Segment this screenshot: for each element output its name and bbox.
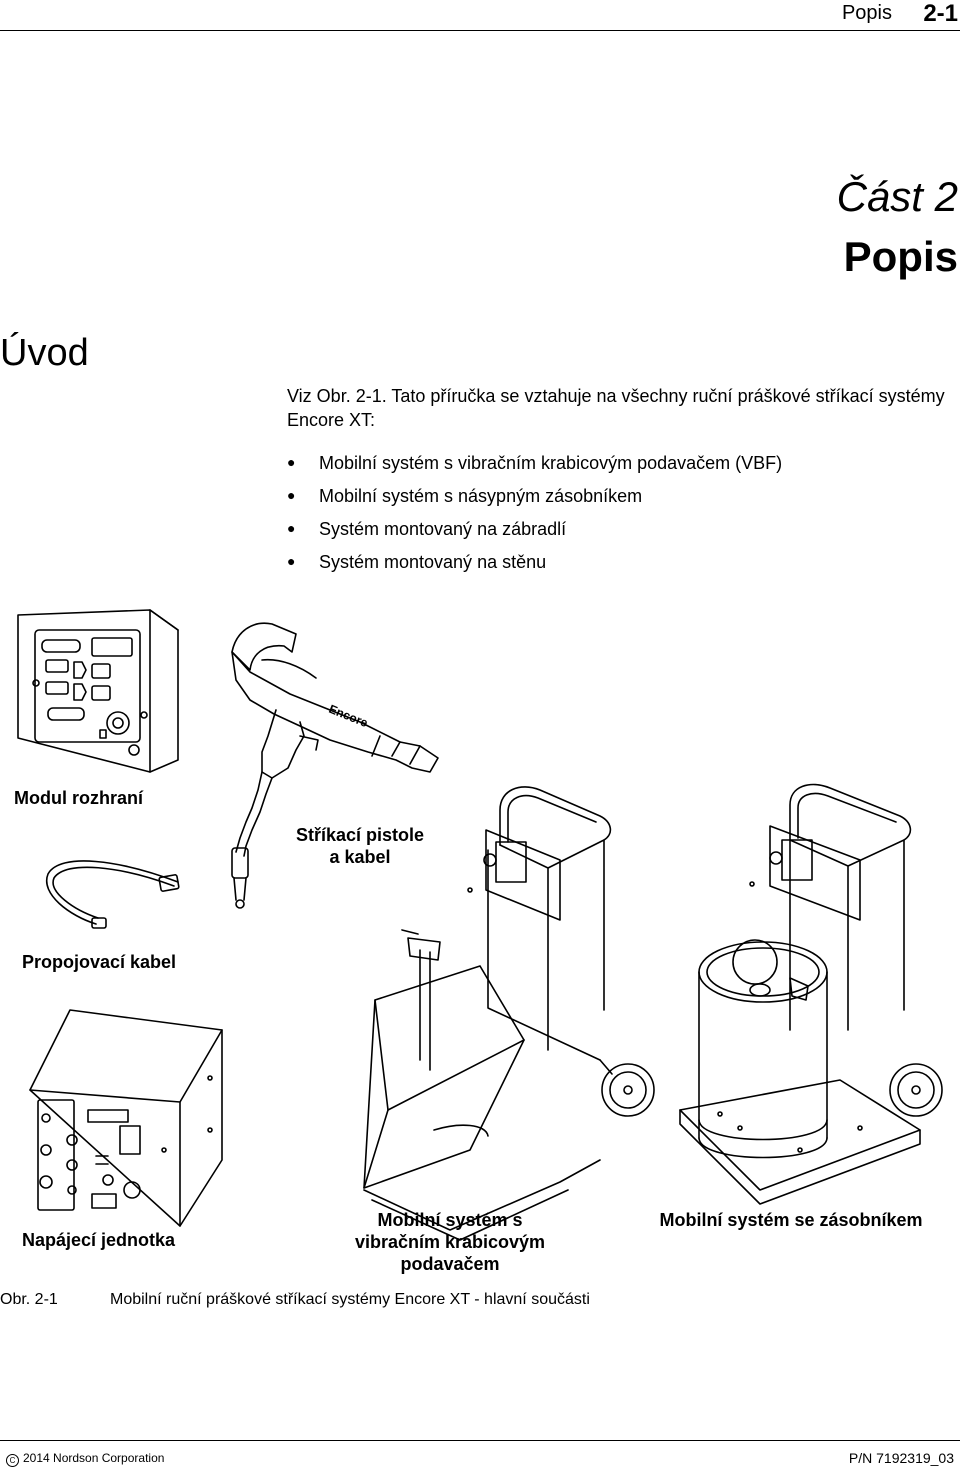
list-item: Systém montovaný na stěnu — [287, 550, 782, 584]
system-list: Mobilní systém s vibračním krabicovým po… — [287, 451, 782, 584]
list-item: Mobilní systém s násypným zásobníkem — [287, 484, 782, 518]
header-rule — [0, 30, 960, 31]
copyright-notice: C 2014 Nordson Corporation — [6, 1451, 164, 1467]
hopper-cart-illustration — [679, 783, 943, 1205]
copyright-text: 2014 Nordson Corporation — [23, 1451, 165, 1465]
gun-brand-label: Encore — [327, 702, 370, 730]
caption-interconnect-cable: Propojovací kabel — [22, 952, 177, 972]
vbf-cart-illustration — [363, 786, 655, 1241]
caption-vbf-line2: vibračním krabicovým — [354, 1232, 546, 1252]
caption-vbf-system: Mobilní systém s vibračním krabicovým po… — [330, 1209, 570, 1275]
section-heading: Úvod — [0, 332, 89, 374]
caption-spray-gun-line1: Stříkací pistole — [295, 825, 425, 845]
figure-label: Obr. 2-1 — [0, 1291, 58, 1308]
caption-interface-module: Modul rozhraní — [14, 788, 143, 808]
copyright-symbol: C — [6, 1454, 19, 1467]
intro-paragraph: Viz Obr. 2-1. Tato příručka se vztahuje … — [287, 386, 945, 430]
footer-rule — [0, 1440, 960, 1441]
part-number: P/N 7192319_03 — [848, 1450, 954, 1466]
interconnect-cable-illustration — [45, 860, 180, 929]
caption-hopper-system: Mobilní systém se zásobníkem — [659, 1210, 923, 1230]
interface-module-illustration — [17, 609, 179, 773]
running-header-section: Popis — [841, 2, 892, 24]
list-item: Systém montovaný na zábradlí — [287, 517, 782, 551]
list-item: Mobilní systém s vibračním krabicovým po… — [287, 451, 782, 485]
system-components-drawing: Encore — [17, 609, 943, 1241]
power-supply-illustration — [29, 1009, 223, 1227]
caption-spray-gun: Stříkací pistole a kabel — [280, 824, 440, 868]
part-title: Popis — [843, 233, 958, 280]
part-label: Část 2 — [836, 173, 958, 220]
caption-spray-gun-line2: a kabel — [329, 847, 391, 867]
caption-power-supply: Napájecí jednotka — [22, 1230, 176, 1250]
figure-caption: Mobilní ruční práškové stříkací systémy … — [110, 1291, 590, 1308]
running-header-page-number: 2-1 — [923, 0, 958, 27]
caption-vbf-line1: Mobilní systém s — [377, 1210, 523, 1230]
caption-vbf-line3: podavačem — [400, 1254, 500, 1274]
